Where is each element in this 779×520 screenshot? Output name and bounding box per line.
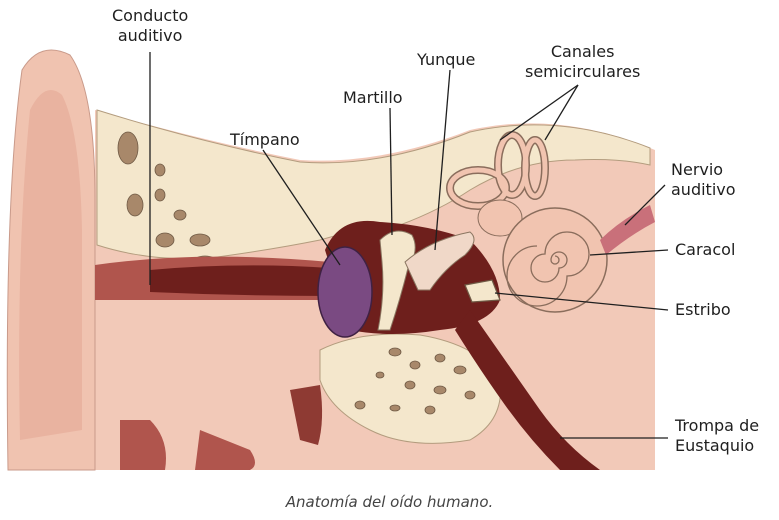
leader-canales-1 [499, 84, 579, 141]
label-nervio-auditivo: Nervio auditivo [671, 160, 736, 199]
semicircular-canals-fill [447, 132, 548, 209]
label-estribo: Estribo [675, 300, 731, 319]
label-yunque: Yunque [417, 50, 476, 69]
label-caracol: Caracol [675, 240, 736, 259]
leader-yunque [434, 69, 451, 251]
leader-caracol [589, 249, 669, 256]
cochlea [502, 207, 608, 313]
leader-lines [149, 52, 669, 439]
leader-timpano [262, 149, 341, 266]
leader-martillo [389, 107, 393, 236]
auditory-nerve [600, 205, 655, 255]
label-conducto-auditivo: Conducto auditivo [112, 6, 189, 45]
label-timpano: Tímpano [230, 130, 300, 149]
figure-caption: Anatomía del oído humano. [285, 493, 494, 511]
malleus [377, 230, 416, 331]
cochlea-spiral [506, 231, 590, 307]
label-canales-semicirculares: Canales semicirculares [525, 42, 641, 81]
lower-tissue [120, 420, 166, 470]
eardrum [317, 246, 373, 338]
vestibule [477, 199, 523, 237]
lower-tissue-2 [195, 430, 255, 470]
incus [404, 231, 475, 291]
leader-canales-2 [544, 84, 579, 141]
pinna-fold [19, 90, 82, 440]
label-martillo: Martillo [343, 88, 403, 107]
ear-canal-inner [150, 265, 332, 296]
stapes [464, 279, 501, 303]
temporal-bone [96, 109, 651, 260]
eustachian-tube [455, 310, 600, 470]
leader-estribo [494, 292, 669, 311]
leader-nervio [624, 184, 666, 226]
lower-tissue-3 [290, 385, 323, 445]
label-trompa-de-eustaquio: Trompa de Eustaquio [675, 416, 760, 455]
